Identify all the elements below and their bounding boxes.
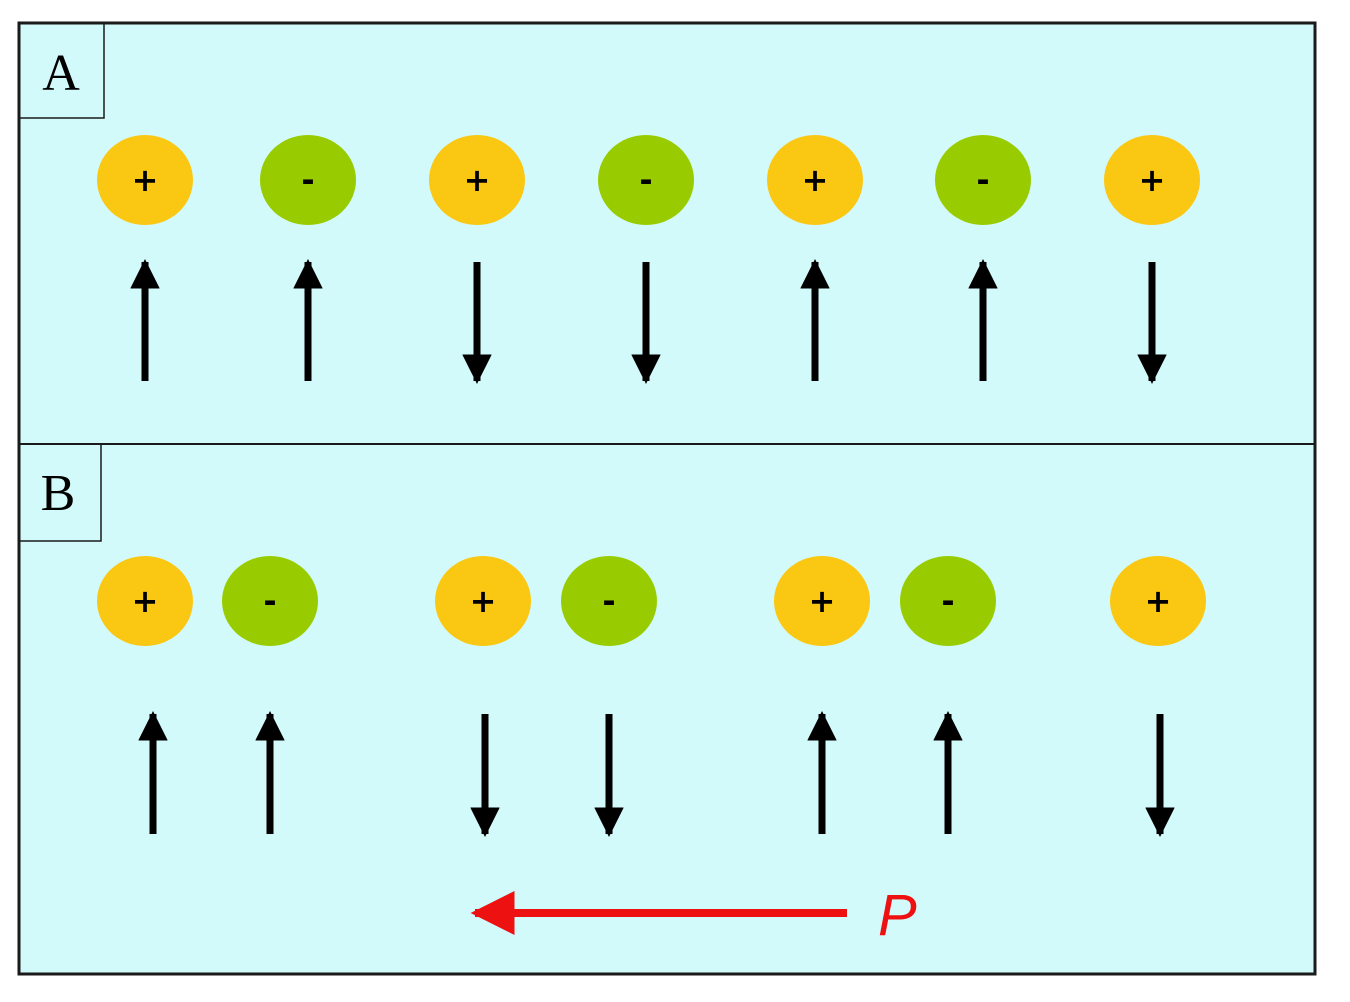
panel-a-positive-ion: + [767, 135, 863, 225]
panel-b-ion-circle [1110, 556, 1206, 646]
panel-b-label: B [41, 465, 76, 522]
panel-b-positive-ion: + [1110, 556, 1206, 646]
panel-a-ion-sign: + [802, 161, 829, 199]
panel-a-ion-sign: - [639, 161, 652, 199]
panel-a-ion-sign: - [976, 161, 989, 199]
panel-a: A + - + - + - + [18, 22, 1200, 384]
panel-b-negative-ion: - [900, 556, 996, 646]
panel-a-ion-circle [97, 135, 193, 225]
panel-a-positive-ion: + [97, 135, 193, 225]
panel-b-ion-sign: + [132, 582, 159, 620]
panel-b-ion-circle [900, 556, 996, 646]
panel-b-ion-circle [774, 556, 870, 646]
panel-b-ion-sign: - [602, 582, 615, 620]
panel-b-positive-ion: + [97, 556, 193, 646]
panel-a-negative-ion: - [935, 135, 1031, 225]
panel-a-positive-ion: + [429, 135, 525, 225]
panel-b-positive-ion: + [774, 556, 870, 646]
panel-a-spin-arrows [130, 259, 1167, 384]
polarization-label: P [878, 883, 917, 948]
panel-a-ion-chain: + - + - + - + [97, 135, 1200, 225]
panel-b: B + - + - + - + P [18, 443, 1206, 948]
panel-a-ion-circle [260, 135, 356, 225]
panel-a-ion-sign: + [132, 161, 159, 199]
panel-a-ion-circle [598, 135, 694, 225]
panel-b-ion-sign: - [263, 582, 276, 620]
panel-b-positive-ion: + [435, 556, 531, 646]
panel-a-label: A [42, 45, 80, 102]
panel-b-ion-sign: + [1145, 582, 1172, 620]
panel-b-spin-arrows [138, 711, 1175, 837]
panel-b-ion-sign: + [809, 582, 836, 620]
panel-b-ion-circle [561, 556, 657, 646]
panel-b-ion-sign: + [470, 582, 497, 620]
panel-a-ion-circle [767, 135, 863, 225]
panel-a-ion-circle [935, 135, 1031, 225]
panel-a-negative-ion: - [260, 135, 356, 225]
panel-a-ion-circle [1104, 135, 1200, 225]
panel-b-negative-ion: - [561, 556, 657, 646]
panel-a-ion-circle [429, 135, 525, 225]
panel-b-label-box [18, 443, 102, 542]
panel-a-ion-sign: + [464, 161, 491, 199]
panel-a-label-box [18, 22, 105, 119]
panel-a-positive-ion: + [1104, 135, 1200, 225]
panel-a-ion-sign: - [301, 161, 314, 199]
panel-b-negative-ion: - [222, 556, 318, 646]
panel-b-ion-chain: + - + - + - + [97, 556, 1206, 646]
panel-b-ion-circle [97, 556, 193, 646]
panel-a-negative-ion: - [598, 135, 694, 225]
panel-a-ion-sign: + [1139, 161, 1166, 199]
panel-b-ion-sign: - [941, 582, 954, 620]
panel-b-ion-circle [435, 556, 531, 646]
panel-b-ion-circle [222, 556, 318, 646]
